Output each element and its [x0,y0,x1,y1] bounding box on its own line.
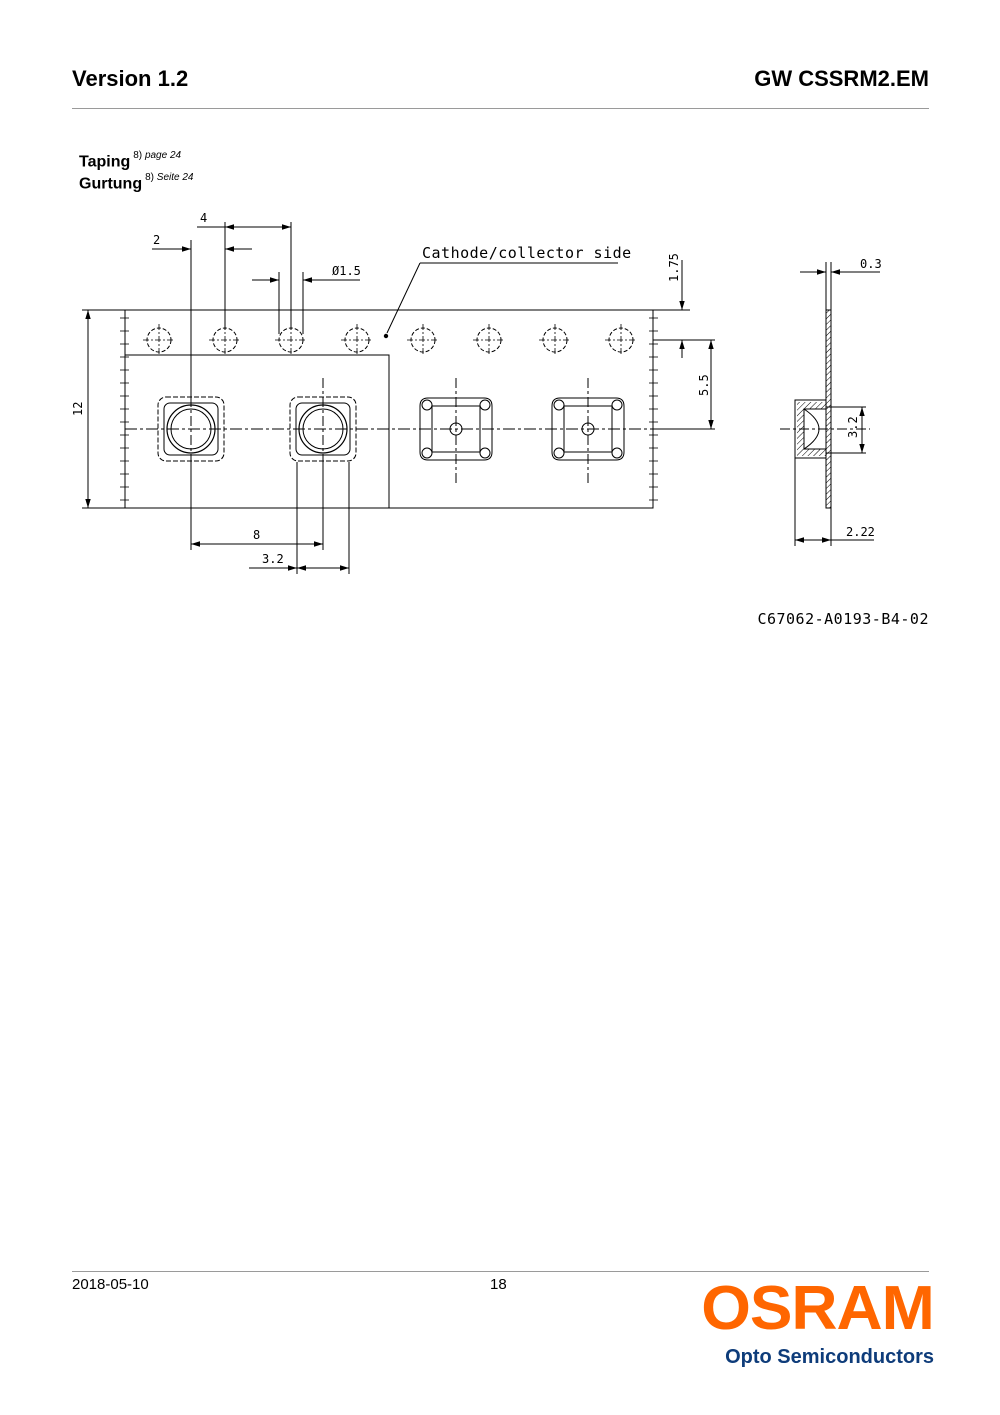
tape-side-view [780,309,870,509]
cover-tape [124,354,390,509]
section-title-text: Gurtung [79,175,143,193]
dim-55-label: 5.5 [697,374,711,396]
dim-8-label: 8 [253,528,260,542]
empty-pocket [551,378,625,486]
header-rule [72,108,929,109]
dim-175-label: 1.75 [667,253,681,282]
cathode-marker [383,333,389,339]
brand-wordmark: OSRAM [701,1274,935,1343]
empty-pocket [419,378,493,486]
footer-rule [72,1271,929,1272]
osram-logo: OSRAM Opto Semiconductors [701,1276,935,1369]
brand-subtitle: Opto Semiconductors [725,1346,934,1368]
footnote-ref: 8) Seite 24 [145,172,194,183]
drawing-id: C67062-A0193-B4-02 [757,610,929,628]
footer-date: 2018-05-10 [72,1276,149,1293]
dim-32-label: 3.2 [262,552,284,566]
dim-2-label: 2 [153,233,160,247]
header-version: Version 1.2 [72,66,189,91]
dim-12-label: 12 [71,402,85,416]
header-product: GW CSSRM2.EM [754,66,929,91]
footnote-ref: 8) page 24 [133,150,182,161]
dim-222-label: 2.22 [846,525,875,539]
sprocket-centerlines [143,324,637,356]
taping-drawing: 4 2 Ø1.5 Cathode/collector side 1.75 5.5… [71,211,882,574]
dim-32-side-label: 3.2 [846,416,860,438]
cathode-label: Cathode/collector side [422,244,632,262]
dim-hole-label: Ø1.5 [332,264,361,278]
dim-03-label: 0.3 [860,257,882,271]
tape-edge-ticks [120,317,658,501]
page-number: 18 [490,1276,507,1293]
section-title-text: Taping [79,153,131,171]
dim-4-label: 4 [200,211,207,225]
